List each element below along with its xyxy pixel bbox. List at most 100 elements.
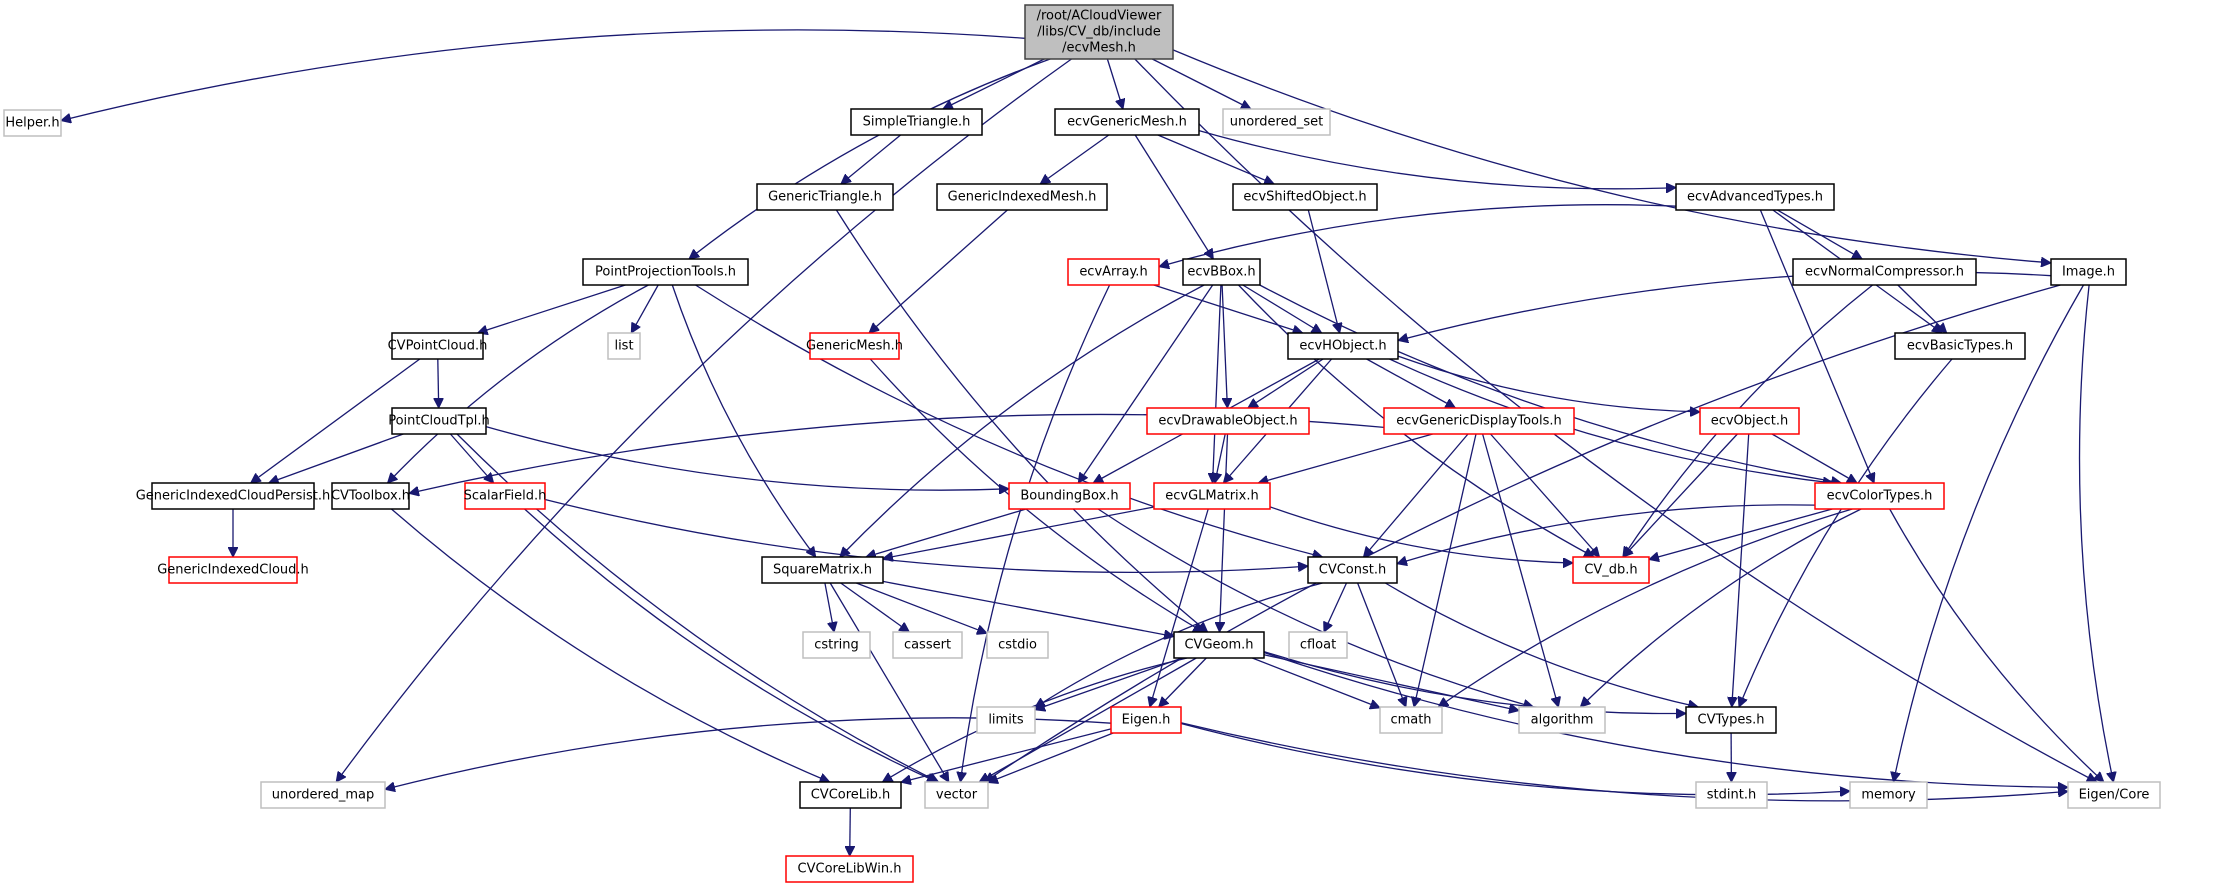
edge-colortypes-to-cvconst bbox=[1397, 504, 1816, 564]
node-label-toolbox: CVToolbox.h bbox=[331, 489, 410, 504]
edge-colortypes-to-cmath bbox=[1438, 508, 1853, 707]
node-gic[interactable]: GenericIndexedCloud.h bbox=[157, 556, 309, 584]
node-toolbox[interactable]: CVToolbox.h bbox=[331, 482, 410, 510]
edge-genidxmesh-to-genericmesh bbox=[869, 209, 1008, 333]
node-scalar[interactable]: ScalarField.h bbox=[464, 482, 547, 510]
node-list: list bbox=[607, 332, 641, 360]
node-gdt[interactable]: ecvGenericDisplayTools.h bbox=[1383, 407, 1575, 435]
node-box-helper bbox=[3, 109, 62, 137]
node-box-vector bbox=[924, 781, 989, 809]
node-box-basictypes bbox=[1894, 332, 2026, 360]
node-label-gentri: GenericTriangle.h bbox=[768, 190, 882, 205]
node-memory: memory bbox=[1849, 781, 1928, 809]
node-cassert: cassert bbox=[892, 631, 963, 659]
node-colortypes[interactable]: ecvColorTypes.h bbox=[1814, 482, 1945, 510]
node-box-glmatrix bbox=[1153, 482, 1271, 510]
node-root[interactable]: /root/ACloudViewer/libs/CV_db/include/ec… bbox=[1024, 4, 1174, 60]
node-eigencore: Eigen/Core bbox=[2067, 781, 2161, 809]
edge-bbox-to-boundingbox bbox=[1078, 284, 1214, 483]
node-label-corelibwin: CVCoreLibWin.h bbox=[798, 862, 902, 877]
edge-root-to-simpletri bbox=[943, 58, 1045, 110]
node-boundingbox[interactable]: BoundingBox.h bbox=[1008, 482, 1131, 510]
node-drawable[interactable]: ecvDrawableObject.h bbox=[1146, 407, 1310, 435]
node-label-normcomp: ecvNormalCompressor.h bbox=[1805, 265, 1964, 280]
node-label-eigencore: Eigen/Core bbox=[2079, 788, 2150, 803]
node-label-shifted: ecvShiftedObject.h bbox=[1243, 190, 1366, 205]
node-label-genidxmesh: GenericIndexedMesh.h bbox=[948, 190, 1097, 205]
node-box-cvconst bbox=[1307, 556, 1398, 584]
edges-layer bbox=[61, 29, 2114, 856]
edge-eigenh-to-vector bbox=[988, 732, 1114, 783]
node-label-root: /ecvMesh.h bbox=[1062, 41, 1136, 56]
node-eigenh[interactable]: Eigen.h bbox=[1110, 706, 1182, 734]
node-label-cstdio: cstdio bbox=[998, 638, 1037, 653]
node-genmesh[interactable]: ecvGenericMesh.h bbox=[1054, 108, 1200, 136]
node-box-colortypes bbox=[1814, 482, 1945, 510]
node-cvdb[interactable]: CV_db.h bbox=[1572, 556, 1650, 584]
node-label-memory: memory bbox=[1861, 788, 1916, 803]
node-cstring: cstring bbox=[802, 631, 871, 659]
node-basictypes[interactable]: ecvBasicTypes.h bbox=[1894, 332, 2026, 360]
node-cvgeom[interactable]: CVGeom.h bbox=[1173, 631, 1265, 659]
node-box-corelibwin bbox=[785, 855, 914, 883]
node-image[interactable]: Image.h bbox=[2050, 258, 2127, 286]
node-box-cfloat bbox=[1288, 631, 1348, 659]
edge-root-to-image bbox=[1172, 49, 2051, 263]
edge-gdt-to-cvdb bbox=[1490, 433, 1600, 557]
node-object[interactable]: ecvObject.h bbox=[1699, 407, 1800, 435]
node-sqmat[interactable]: SquareMatrix.h bbox=[761, 556, 884, 584]
node-label-genmesh: ecvGenericMesh.h bbox=[1067, 115, 1187, 130]
edge-bbox-to-colortypes bbox=[1259, 284, 1842, 483]
node-label-sqmat: SquareMatrix.h bbox=[773, 563, 872, 578]
node-box-array bbox=[1067, 258, 1160, 286]
edge-cvgeom-to-eigenh bbox=[1159, 657, 1207, 707]
node-vector: vector bbox=[924, 781, 989, 809]
edge-object-to-colortypes bbox=[1771, 433, 1857, 484]
node-gentri[interactable]: GenericTriangle.h bbox=[756, 183, 894, 211]
node-label-pctpl: PointCloudTpl.h bbox=[388, 414, 490, 429]
node-label-root: /libs/CV_db/include bbox=[1037, 25, 1160, 40]
node-cvconst[interactable]: CVConst.h bbox=[1307, 556, 1398, 584]
edge-image-to-eigencore bbox=[2078, 284, 2114, 782]
node-label-algorithm: algorithm bbox=[1531, 713, 1594, 728]
node-label-root: /root/ACloudViewer bbox=[1037, 9, 1162, 24]
node-label-colortypes: ecvColorTypes.h bbox=[1827, 489, 1933, 504]
edge-drawable-to-glmatrix bbox=[1215, 433, 1226, 483]
node-pctpl[interactable]: PointCloudTpl.h bbox=[388, 407, 490, 435]
node-box-bbox bbox=[1182, 258, 1261, 286]
node-box-list bbox=[607, 332, 641, 360]
node-cvpc[interactable]: CVPointCloud.h bbox=[388, 332, 488, 360]
node-gicp[interactable]: GenericIndexedCloudPersist.h bbox=[136, 482, 331, 510]
node-simpletri[interactable]: SimpleTriangle.h bbox=[850, 108, 983, 136]
node-box-cmath bbox=[1379, 706, 1443, 734]
node-genericmesh[interactable]: GenericMesh.h bbox=[806, 332, 903, 360]
edge-gdt-to-cmath bbox=[1414, 433, 1477, 707]
edge-scalar-to-vector bbox=[524, 508, 937, 782]
edge-ppt-to-cvconst bbox=[695, 284, 1323, 557]
node-box-memory bbox=[1849, 781, 1928, 809]
edge-genmesh-to-bbox bbox=[1134, 134, 1213, 259]
edge-object-to-cvtypes bbox=[1732, 433, 1750, 707]
node-box-shifted bbox=[1232, 183, 1378, 211]
node-corelib[interactable]: CVCoreLib.h bbox=[799, 781, 902, 809]
edge-glmatrix-to-eigenh bbox=[1150, 508, 1209, 707]
edge-image-to-memory bbox=[1894, 284, 2085, 782]
node-genidxmesh[interactable]: GenericIndexedMesh.h bbox=[936, 183, 1108, 211]
node-cvtypes[interactable]: CVTypes.h bbox=[1685, 706, 1777, 734]
node-glmatrix[interactable]: ecvGLMatrix.h bbox=[1153, 482, 1271, 510]
node-label-cvpc: CVPointCloud.h bbox=[388, 339, 488, 354]
edge-gentri-to-cvgeom bbox=[835, 209, 1207, 632]
node-bbox[interactable]: ecvBBox.h bbox=[1182, 258, 1261, 286]
node-hobject[interactable]: ecvHObject.h bbox=[1287, 332, 1399, 360]
node-array[interactable]: ecvArray.h bbox=[1067, 258, 1160, 286]
edge-cvconst-to-cfloat bbox=[1324, 582, 1348, 632]
node-corelibwin[interactable]: CVCoreLibWin.h bbox=[785, 855, 914, 883]
node-shifted[interactable]: ecvShiftedObject.h bbox=[1232, 183, 1378, 211]
edge-cvgeom-to-eigencore bbox=[1263, 651, 2068, 788]
node-label-eigenh: Eigen.h bbox=[1122, 713, 1171, 728]
node-box-cvpc bbox=[391, 332, 484, 360]
node-normcomp[interactable]: ecvNormalCompressor.h bbox=[1792, 258, 1977, 286]
node-label-cvtypes: CVTypes.h bbox=[1698, 713, 1765, 728]
node-ppt[interactable]: PointProjectionTools.h bbox=[582, 258, 749, 286]
node-advtypes[interactable]: ecvAdvancedTypes.h bbox=[1675, 183, 1835, 211]
